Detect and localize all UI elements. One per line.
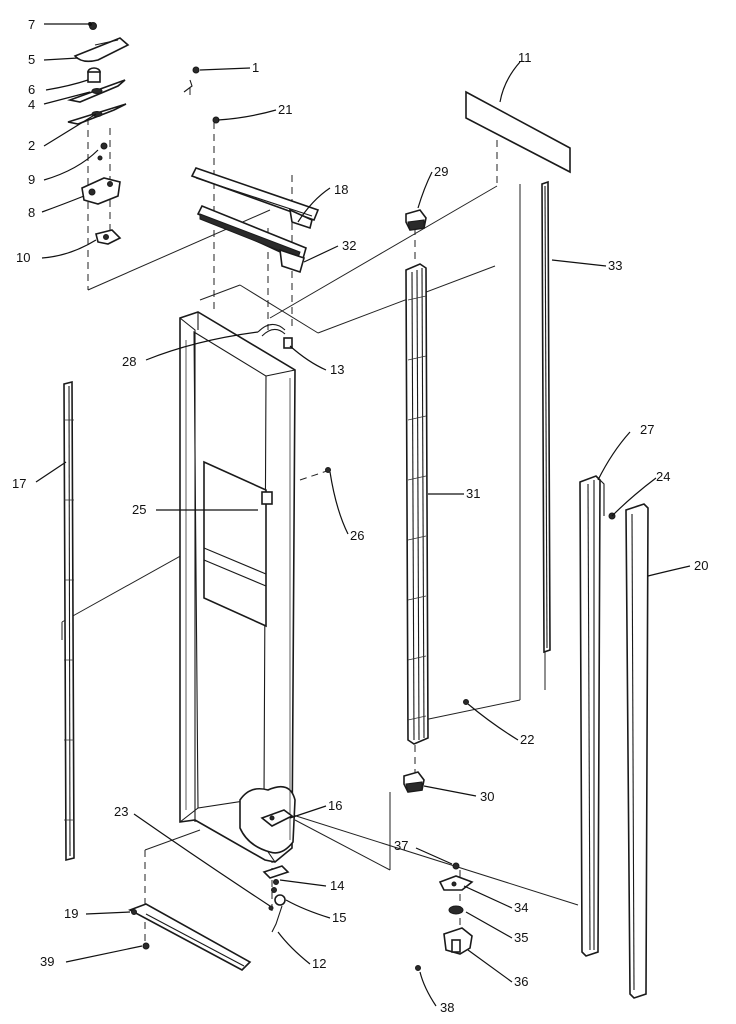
label-26: 26 xyxy=(350,528,364,543)
bottom-bracket xyxy=(128,903,252,971)
label-6: 6 xyxy=(28,82,35,97)
label-19: 19 xyxy=(64,906,78,921)
end-caps xyxy=(403,209,427,793)
label-10: 10 xyxy=(16,250,30,265)
side-strip-33 xyxy=(541,180,551,654)
label-7: 7 xyxy=(28,17,35,32)
label-5: 5 xyxy=(28,52,35,67)
top-panel xyxy=(465,90,571,174)
label-33: 33 xyxy=(608,258,622,273)
label-39: 39 xyxy=(40,954,54,969)
door-frame xyxy=(179,311,331,863)
label-28: 28 xyxy=(122,354,136,369)
top-hinge-assembly xyxy=(67,22,220,245)
label-11: 11 xyxy=(518,50,532,65)
label-35: 35 xyxy=(514,930,528,945)
label-15: 15 xyxy=(332,910,346,925)
label-13: 13 xyxy=(330,362,344,377)
label-22: 22 xyxy=(520,732,534,747)
label-23: 23 xyxy=(114,804,128,819)
label-30: 30 xyxy=(480,789,494,804)
label-29: 29 xyxy=(434,164,448,179)
lower-hinge-stack xyxy=(415,862,474,971)
label-17: 17 xyxy=(12,476,26,491)
label-24: 24 xyxy=(656,469,670,484)
label-2: 2 xyxy=(28,138,35,153)
left-trim-strip xyxy=(63,380,75,862)
label-34: 34 xyxy=(514,900,528,915)
label-20: 20 xyxy=(694,558,708,573)
label-37: 37 xyxy=(394,838,408,853)
trim-strip-20 xyxy=(625,503,649,999)
label-27: 27 xyxy=(640,422,654,437)
leader-lines xyxy=(35,22,691,1007)
label-18: 18 xyxy=(334,182,348,197)
label-32: 32 xyxy=(342,238,356,253)
label-21: 21 xyxy=(278,102,292,117)
label-9: 9 xyxy=(28,172,35,187)
label-4: 4 xyxy=(28,97,35,112)
label-25: 25 xyxy=(132,502,146,517)
label-16: 16 xyxy=(328,798,342,813)
label-14: 14 xyxy=(330,878,344,893)
label-12: 12 xyxy=(312,956,326,971)
gasket-strip xyxy=(405,263,469,745)
top-brackets xyxy=(190,167,320,274)
label-31: 31 xyxy=(466,486,480,501)
label-38: 38 xyxy=(440,1000,454,1015)
bottom-hinge-assembly xyxy=(260,809,294,933)
part-labels: 7 5 6 4 1 2 9 8 10 21 11 29 18 32 33 28 … xyxy=(12,17,708,1015)
label-1: 1 xyxy=(252,60,259,75)
door-handle xyxy=(579,475,616,957)
label-36: 36 xyxy=(514,974,528,989)
label-8: 8 xyxy=(28,205,35,220)
